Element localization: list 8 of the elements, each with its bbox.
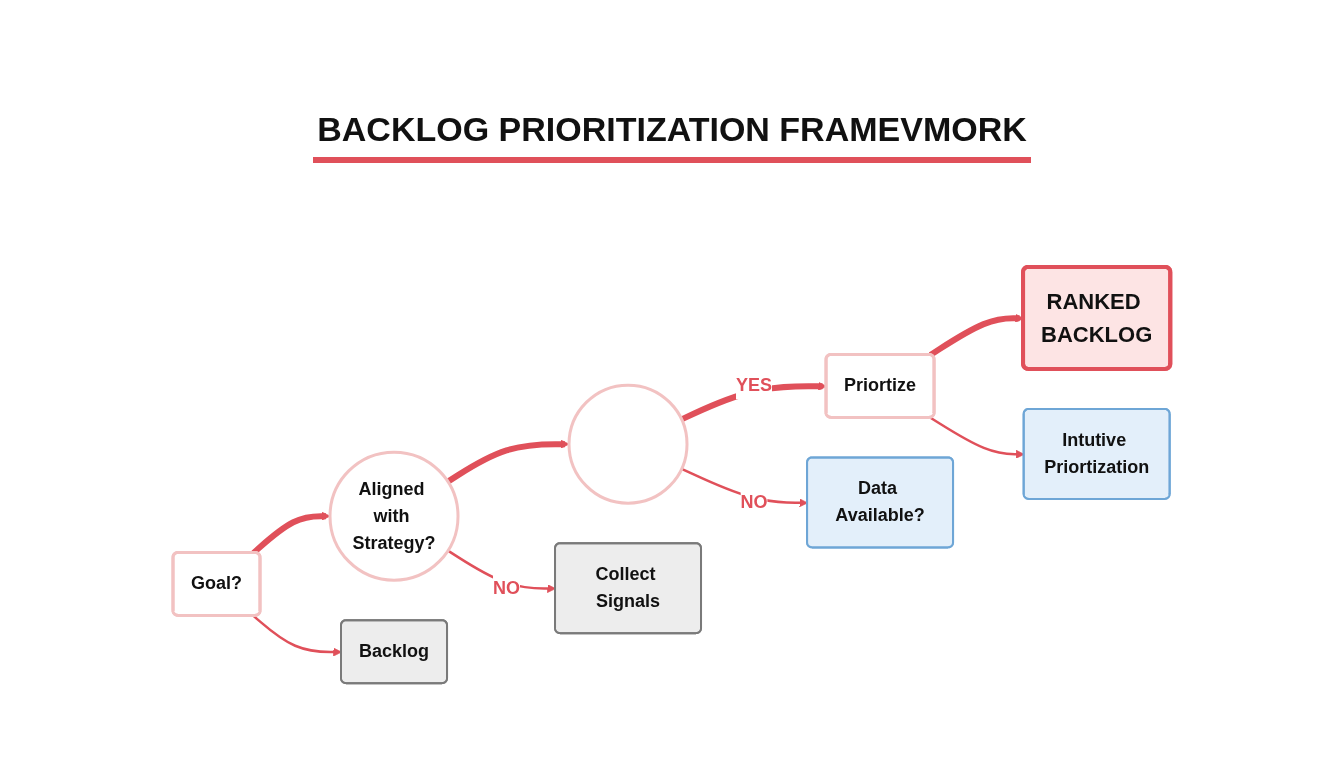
arrow — [446, 439, 570, 485]
edge-label: NO — [740, 491, 768, 512]
node-circle: Aligned with Strategy? — [328, 450, 460, 582]
arrow — [930, 416, 1025, 459]
node-circle — [567, 383, 689, 505]
diagram-title: BACKLOG PRIORITIZATION FRAMEVMORK — [313, 110, 1031, 163]
edge-label: YES — [736, 375, 773, 396]
edge-label: NO — [493, 577, 521, 598]
